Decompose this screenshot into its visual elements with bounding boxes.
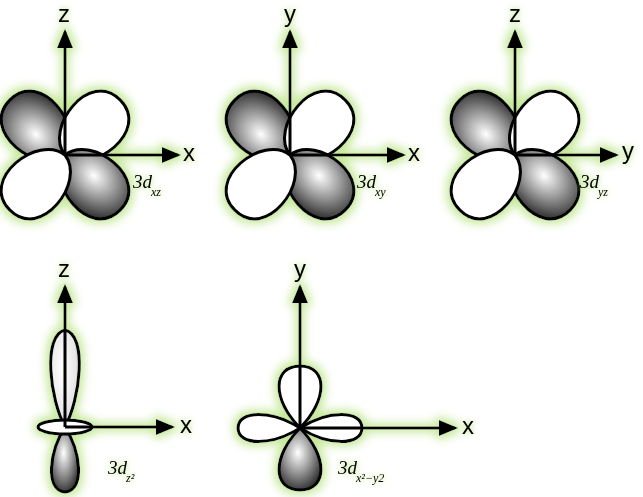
axis-label: z bbox=[58, 257, 70, 281]
axis-label: z bbox=[509, 2, 521, 26]
axis-label: y bbox=[294, 257, 306, 281]
orbital-name: 3d bbox=[338, 458, 357, 477]
orbital-name: 3d bbox=[108, 458, 127, 477]
orbital-name: 3d bbox=[580, 172, 599, 191]
orbital-name: 3d bbox=[133, 172, 152, 191]
axis-label: x bbox=[462, 414, 474, 438]
orbital-name: 3d bbox=[357, 172, 376, 191]
axis-label: x bbox=[408, 141, 420, 165]
axis-label: x bbox=[180, 413, 192, 437]
axis-label: y bbox=[284, 2, 296, 26]
axis-label: z bbox=[58, 2, 70, 26]
orbital-subscript: yz bbox=[598, 186, 608, 198]
orbital-subscript: z² bbox=[126, 472, 134, 484]
orbital-subscript: xz bbox=[151, 186, 161, 198]
orbital-subscript: x²−y2 bbox=[356, 472, 384, 484]
axis-label: x bbox=[183, 141, 195, 165]
orbital-subscript: xy bbox=[375, 186, 386, 198]
axis-label: y bbox=[622, 139, 634, 163]
